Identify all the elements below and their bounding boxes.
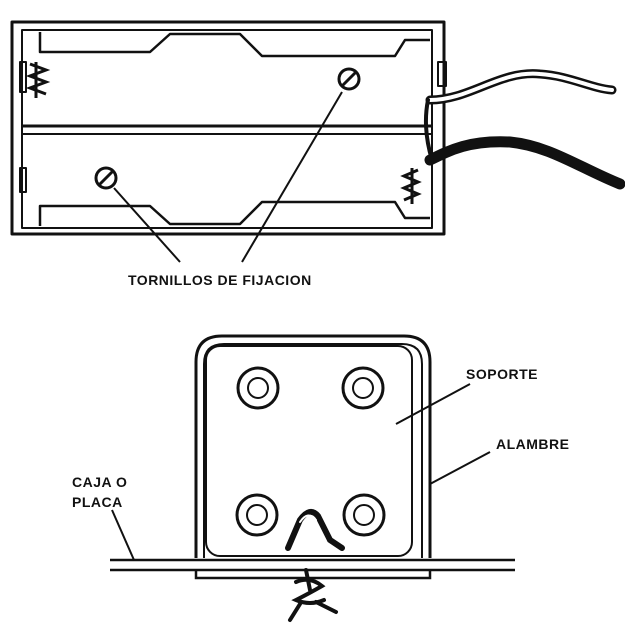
spring-bottom-right: [400, 168, 422, 204]
label-soporte: SOPORTE: [466, 366, 538, 382]
fixing-wire: [285, 508, 345, 622]
leader-line-upper-screw: [241, 91, 343, 263]
lower-cell-outline: [38, 200, 430, 226]
label-placa: PLACA: [72, 494, 123, 510]
boss-top-left: [236, 366, 280, 410]
support-bracket: [194, 334, 432, 580]
screw-lower: [94, 166, 118, 190]
spring-top-left: [25, 62, 51, 98]
label-tornillos-de-fijacion: TORNILLOS DE FIJACION: [128, 272, 312, 288]
leader-line-lower-screw: [113, 187, 181, 263]
lead-wires: [423, 69, 625, 190]
leader-line-soporte: [395, 383, 471, 425]
screw-upper: [337, 67, 361, 91]
upper-cell-outline: [38, 32, 430, 58]
label-caja-o: CAJA O: [72, 474, 128, 490]
boss-bottom-right: [342, 493, 386, 537]
battery-holder: [10, 20, 447, 236]
leader-line-caja-placa: [111, 509, 135, 561]
boss-bottom-left: [235, 493, 279, 537]
label-alambre: ALAMBRE: [496, 436, 570, 452]
panel-plate: [110, 558, 515, 572]
boss-top-right: [341, 366, 385, 410]
leader-line-alambre: [429, 451, 491, 485]
